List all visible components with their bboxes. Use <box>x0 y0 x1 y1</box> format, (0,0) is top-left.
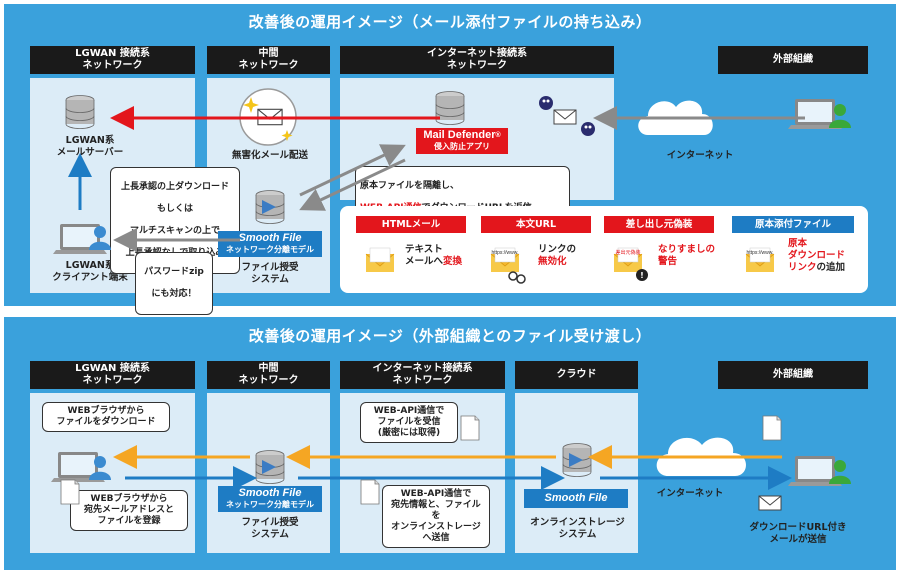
download-url-mail-icon <box>758 495 782 511</box>
bottom-header-external: 外部組織 <box>718 361 868 389</box>
online-storage-server-icon <box>562 443 592 477</box>
internet-gateway-server-icon <box>435 91 465 125</box>
url-mail-icon: https://www. <box>490 247 526 284</box>
mail-defender-sub: 侵入防止アプリ <box>434 142 490 151</box>
feature-tag-spoof: 差し出し元偽装 <box>604 216 714 233</box>
arrow-file-system-to-api <box>299 144 406 197</box>
file-system-server-icon-bottom <box>255 450 285 484</box>
svg-text:https://www.: https://www. <box>492 250 519 256</box>
svg-text:!: ! <box>640 271 644 280</box>
bottom-header-middle: 中間 ネットワーク <box>207 361 330 389</box>
file-system-label-bottom: ファイル授受 システム <box>241 517 299 540</box>
html-mail-icon <box>365 247 395 273</box>
sent-document-icon <box>360 479 380 505</box>
download-mail-label: ダウンロードURL付き メールが送信 <box>749 522 847 545</box>
api-send-callout: WEB-API通信で 宛先情報と、ファイルを オンラインストレージ へ送信 <box>382 485 490 548</box>
mail-defender-reg: ® <box>495 132 501 139</box>
link-broken-icon <box>508 271 526 284</box>
feature-text-original-red: 原本 ダウンロード リンク <box>788 238 846 273</box>
feature-text-original: 原本 ダウンロード リンクの追加 <box>788 238 845 274</box>
zip-line-1: パスワードzip <box>144 267 204 277</box>
feature-tag-html: HTMLメール <box>356 216 466 233</box>
approval-line-3: マルチスキャンの上で <box>129 226 220 236</box>
browser-register-callout: WEBブラウザから 宛先メールアドレスと ファイルを登録 <box>70 490 188 531</box>
feature-text-html-a: テキスト メールへ <box>405 244 444 267</box>
bottom-panel-title: 改善後の運用イメージ（外部組織とのファイル受け渡し） <box>248 327 652 345</box>
feature-text-html: テキスト メールへ変換 <box>405 244 462 268</box>
smoothfile-badge-bottom: Smooth File ネットワーク分離モデル <box>218 486 322 512</box>
smoothfile-sub-bottom: ネットワーク分離モデル <box>226 500 314 509</box>
smoothfile-title-cloud: Smooth File <box>544 492 608 504</box>
arrow-api-to-file-system <box>299 158 406 211</box>
top-header-internet: インターネット接続系 ネットワーク <box>340 46 614 74</box>
smoothfile-title-bottom: Smooth File <box>238 487 302 499</box>
svg-text:差出元偽装: 差出元偽装 <box>615 249 640 256</box>
internet-label-bottom: インターネット <box>656 488 724 499</box>
top-header-middle: 中間 ネットワーク <box>207 46 330 74</box>
smoothfile-sub-top: ネットワーク分離モデル <box>226 245 314 254</box>
bottom-header-lgwan: LGWAN 接続系 ネットワーク <box>30 361 195 389</box>
sanitized-mail-label: 無害化メール配送 <box>231 150 308 161</box>
lgwan-mail-server-label: LGWAN系 メールサーバー <box>56 135 124 158</box>
bottom-header-cloud: クラウド <box>515 361 638 389</box>
mail-defender-badge: Mail Defender® 侵入防止アプリ <box>416 128 508 154</box>
incoming-mail-icon <box>553 109 577 125</box>
external-user-icon-bottom <box>788 456 851 486</box>
feature-tag-original: 原本添付ファイル <box>732 216 854 233</box>
top-panel-title: 改善後の運用イメージ（メール添付ファイルの持ち込み） <box>248 13 652 31</box>
smoothfile-badge-top: Smooth File ネットワーク分離モデル <box>218 231 322 257</box>
lgwan-client-icon <box>53 224 111 254</box>
sparkle-icon <box>243 97 259 113</box>
top-header-external: 外部組織 <box>718 46 868 74</box>
zip-line-2: にも対応！ <box>151 289 197 299</box>
external-user-icon-top <box>788 99 851 129</box>
feature-text-url-a: リンクの <box>538 244 577 255</box>
feature-text-html-red: 変換 <box>443 256 463 267</box>
lgwan-client-icon-bottom <box>51 452 111 482</box>
zip-callout: パスワードzip にも対応！ <box>135 252 213 315</box>
virus-icon <box>539 96 595 136</box>
feature-text-spoof-red: なりすましの 警告 <box>658 244 716 267</box>
register-document-icon <box>60 479 80 505</box>
external-document-icon <box>762 415 782 441</box>
internet-label-top: インターネット <box>666 150 734 161</box>
svg-text:https://www.: https://www. <box>747 250 774 256</box>
isolate-line-1: 原本ファイルを隔離し、 <box>360 181 460 191</box>
file-system-server-icon-top <box>255 190 285 224</box>
file-system-label-top: ファイル授受 システム <box>241 262 299 285</box>
approval-line-1: 上長承認の上ダウンロード <box>120 182 229 192</box>
top-header-lgwan: LGWAN 接続系 ネットワーク <box>30 46 195 74</box>
api-receive-callout: WEB-API通信で ファイルを受信 (厳密には取得) <box>360 402 458 443</box>
feature-text-url-red: 無効化 <box>538 256 567 267</box>
browser-download-callout: WEBブラウザから ファイルをダウンロード <box>42 402 170 432</box>
received-document-icon <box>460 415 480 441</box>
bottom-header-internet: インターネット接続系 ネットワーク <box>340 361 505 389</box>
lgwan-mail-server-icon <box>65 95 95 129</box>
feature-tag-url: 本文URL <box>481 216 591 233</box>
lgwan-client-label: LGWAN系 クライアント端末 <box>52 260 128 283</box>
smoothfile-title-top: Smooth File <box>238 232 302 244</box>
spoof-mail-icon: 差出元偽装 ! <box>613 247 648 281</box>
feature-text-url: リンクの 無効化 <box>538 244 576 268</box>
approval-line-2: もしくは <box>156 204 193 214</box>
feature-text-original-b: の追加 <box>816 262 846 273</box>
feature-text-spoof: なりすましの 警告 <box>658 244 715 268</box>
warning-icon: ! <box>636 269 648 281</box>
mail-defender-title: Mail Defender <box>423 129 496 141</box>
original-attachment-mail-icon: https://www. <box>745 247 775 273</box>
online-storage-label: オンラインストレージ システム <box>530 517 625 540</box>
mail-defender-title-row: Mail Defender® <box>420 130 504 141</box>
bottom-col-cloud <box>515 393 638 553</box>
smoothfile-badge-cloud: Smooth File <box>524 489 628 508</box>
